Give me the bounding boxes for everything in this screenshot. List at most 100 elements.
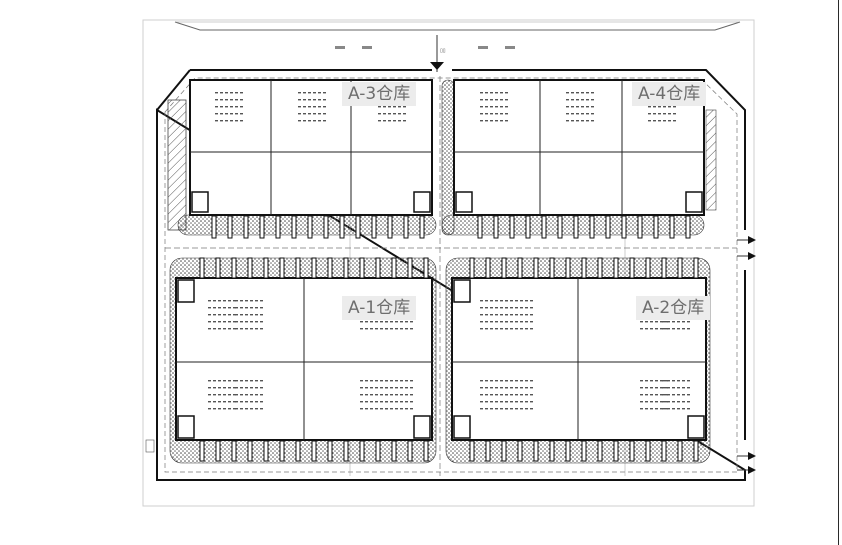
annotation-tick bbox=[393, 113, 396, 115]
dock-door bbox=[677, 257, 683, 279]
annotation-tick bbox=[510, 394, 513, 396]
annotation-tick bbox=[233, 300, 236, 302]
annotation-tick bbox=[490, 394, 493, 396]
annotation-tick bbox=[223, 314, 226, 316]
annotation-tick bbox=[240, 106, 243, 108]
annotation-tick bbox=[390, 394, 393, 396]
annotation-tick bbox=[360, 380, 363, 382]
annotation-tick bbox=[235, 387, 238, 389]
annotation-tick bbox=[662, 328, 665, 330]
annotation-tick bbox=[566, 113, 569, 115]
annotation-tick bbox=[380, 328, 383, 330]
annotation-tick bbox=[485, 120, 488, 122]
annotation-tick bbox=[591, 120, 594, 122]
annotation-tick bbox=[208, 328, 211, 330]
annotation-tick bbox=[485, 307, 488, 309]
annotation-tick bbox=[230, 92, 233, 94]
annotation-tick bbox=[480, 106, 483, 108]
dock-door bbox=[247, 440, 253, 462]
dock-door bbox=[247, 257, 253, 279]
annotation-tick bbox=[667, 321, 670, 323]
annotation-tick bbox=[566, 106, 569, 108]
annotation-tick bbox=[225, 120, 228, 122]
dock-door bbox=[573, 215, 579, 239]
annotation-tick bbox=[530, 328, 533, 330]
annotation-tick bbox=[240, 380, 243, 382]
annotation-tick bbox=[640, 328, 643, 330]
annotation-tick bbox=[225, 99, 228, 101]
annotation-tick bbox=[687, 387, 690, 389]
annotation-tick bbox=[403, 113, 406, 115]
annotation-tick bbox=[250, 321, 253, 323]
annotation-tick bbox=[650, 401, 653, 403]
dock-door bbox=[629, 257, 635, 279]
annotation-tick bbox=[385, 394, 388, 396]
dock-door bbox=[419, 215, 425, 239]
annotation-tick bbox=[228, 408, 231, 410]
annotation-tick bbox=[673, 106, 676, 108]
annotation-tick bbox=[667, 401, 670, 403]
annotation-tick bbox=[668, 120, 671, 122]
annotation-tick bbox=[663, 106, 666, 108]
annotation-tick bbox=[255, 300, 258, 302]
annotation-tick bbox=[255, 314, 258, 316]
annotation-tick bbox=[218, 387, 221, 389]
annotation-tick bbox=[682, 321, 685, 323]
annotation-tick bbox=[648, 120, 651, 122]
annotation-tick bbox=[485, 300, 488, 302]
annotation-tick bbox=[390, 387, 393, 389]
annotation-tick bbox=[520, 387, 523, 389]
annotation-tick bbox=[245, 321, 248, 323]
annotation-tick bbox=[682, 401, 685, 403]
annotation-tick bbox=[395, 380, 398, 382]
annotation-tick bbox=[591, 92, 594, 94]
annotation-tick bbox=[525, 321, 528, 323]
annotation-tick bbox=[365, 408, 368, 410]
annotation-tick bbox=[233, 321, 236, 323]
annotation-tick bbox=[410, 401, 413, 403]
right-edge-line bbox=[838, 0, 839, 545]
annotation-tick bbox=[495, 307, 498, 309]
annotation-tick bbox=[480, 394, 483, 396]
annotation-tick bbox=[208, 380, 211, 382]
annotation-tick bbox=[645, 401, 648, 403]
annotation-tick bbox=[525, 380, 528, 382]
annotation-tick bbox=[682, 380, 685, 382]
dock-door bbox=[589, 215, 595, 239]
annotation-tick bbox=[360, 321, 363, 323]
annotation-tick bbox=[515, 300, 518, 302]
annotation-tick bbox=[390, 380, 393, 382]
annotation-tick bbox=[313, 120, 316, 122]
annotation-tick bbox=[510, 401, 513, 403]
annotation-tick bbox=[662, 408, 665, 410]
annotation-tick bbox=[378, 113, 381, 115]
annotation-tick bbox=[235, 380, 238, 382]
annotation-tick bbox=[682, 387, 685, 389]
annotation-tick bbox=[323, 92, 326, 94]
dock-door bbox=[661, 440, 667, 462]
dock-door bbox=[517, 440, 523, 462]
annotation-tick bbox=[485, 328, 488, 330]
annotation-tick bbox=[398, 120, 401, 122]
annotation-tick bbox=[223, 401, 226, 403]
annotation-tick bbox=[235, 307, 238, 309]
annotation-tick bbox=[530, 300, 533, 302]
annotation-tick bbox=[255, 307, 258, 309]
annotation-tick bbox=[640, 401, 643, 403]
annotation-tick bbox=[660, 408, 663, 410]
dock-door bbox=[645, 440, 651, 462]
dock-door bbox=[597, 257, 603, 279]
annotation-tick bbox=[490, 106, 493, 108]
dock-door bbox=[629, 440, 635, 462]
annotation-tick bbox=[650, 380, 653, 382]
annotation-tick bbox=[388, 120, 391, 122]
annotation-tick bbox=[250, 387, 253, 389]
annotation-tick bbox=[490, 314, 493, 316]
annotation-tick bbox=[223, 408, 226, 410]
annotation-tick bbox=[490, 92, 493, 94]
annotation-tick bbox=[510, 300, 513, 302]
annotation-tick bbox=[228, 300, 231, 302]
annotation-tick bbox=[665, 387, 668, 389]
annotation-tick bbox=[485, 387, 488, 389]
annotation-tick bbox=[571, 99, 574, 101]
